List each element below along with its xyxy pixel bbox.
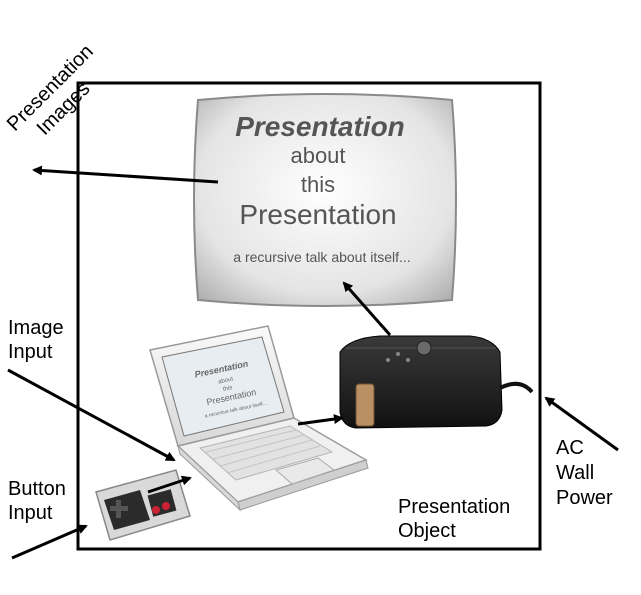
svg-text:Object: Object [398,520,456,542]
laptop-screen-line3: this [223,385,233,393]
arrow-to-presentation-images [32,165,219,184]
screen-subtitle: a recursive talk about itself... [233,249,410,265]
game-controller-image [95,469,191,541]
label-image-input: Image Input [8,317,64,363]
arrow-projector-to-screen [342,281,392,336]
arrow-ac-power [544,396,619,452]
svg-text:Image: Image [8,317,64,339]
svg-text:Input: Input [8,341,53,363]
screen-title-line3: this [301,172,335,197]
laptop-image: Presentation about this Presentation a r… [149,325,369,512]
screen-title-line4: Presentation [239,199,396,230]
svg-text:Wall: Wall [556,462,594,484]
svg-text:AC: AC [556,437,584,459]
label-presentation-object: Presentation Object [398,496,510,542]
arrow-controller-to-laptop [147,475,192,494]
laptop-screen-line2: about [218,376,234,385]
screen-title-line1: Presentation [235,111,405,142]
projection-screen: Presentation about this Presentation a r… [193,93,457,307]
svg-text:Input: Input [8,502,53,524]
arrow-button-input [11,524,88,560]
svg-text:Power: Power [556,487,613,509]
arrow-image-input [7,368,176,462]
projector-image [339,335,534,429]
screen-title-line2: about [290,143,345,168]
arrows [7,165,619,560]
svg-text:Presentation: Presentation [398,496,510,518]
label-presentation-images: Presentation Images [3,41,98,140]
presentation-object-frame [76,81,542,551]
label-ac-wall-power: AC Wall Power [556,437,613,509]
svg-text:Button: Button [8,478,66,500]
label-button-input: Button Input [8,478,66,524]
arrow-laptop-to-projector [297,414,344,426]
